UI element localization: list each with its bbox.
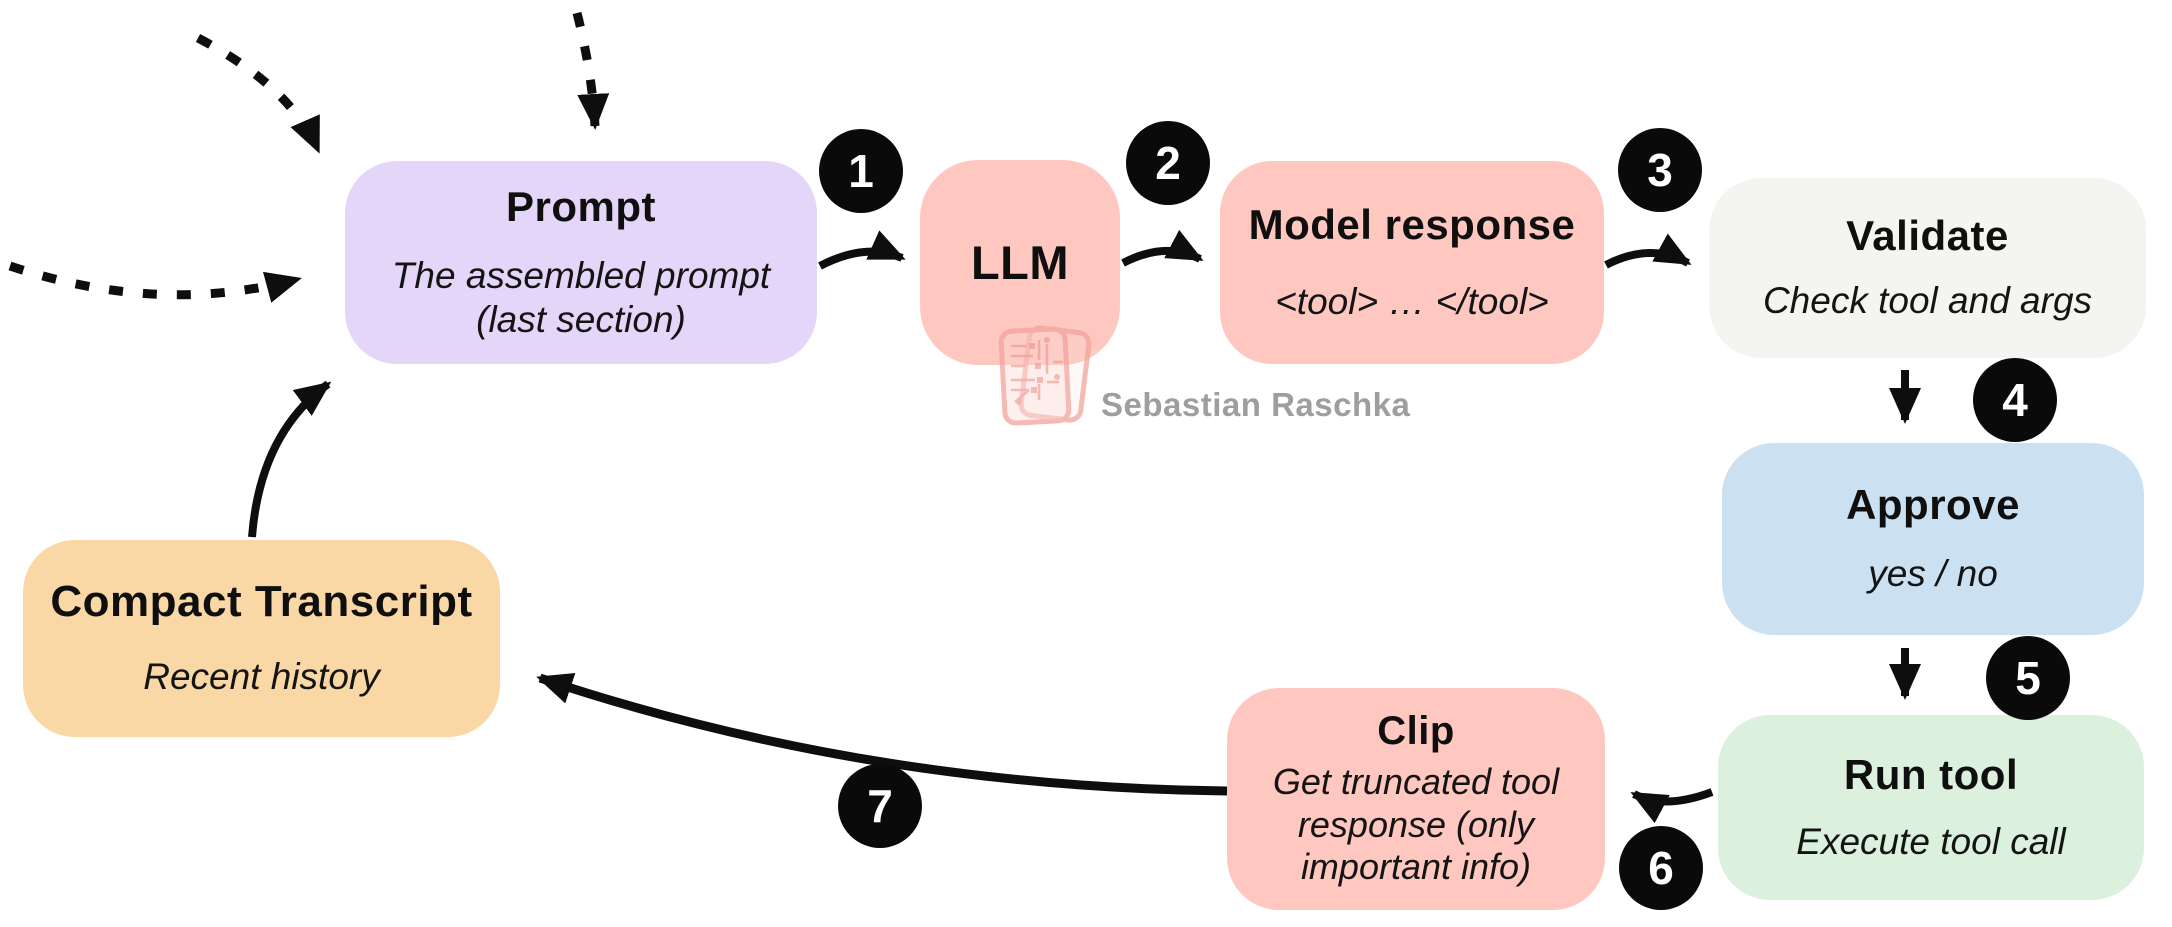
node-clip: Clip Get truncated tool response (only i… [1227,688,1605,910]
node-validate: Validate Check tool and args [1709,178,2146,358]
node-llm: LLM [920,160,1120,365]
node-model-response-subtitle: <tool> … </tool> [1275,280,1549,322]
node-compact-transcript: Compact Transcript Recent history [23,540,500,737]
node-model-response: Model response <tool> … </tool> [1220,161,1604,364]
node-run-tool-subtitle: Execute tool call [1796,820,2066,862]
node-approve: Approve yes / no [1722,443,2144,635]
node-run-tool: Run tool Execute tool call [1718,715,2144,900]
step-badge-4: 4 [1973,358,2057,442]
node-validate-title: Validate [1846,212,2009,260]
edge-compact-transcript-to-prompt [248,380,332,538]
node-clip-title: Clip [1377,709,1455,754]
step-badge-1: 1 [819,129,903,213]
node-approve-subtitle: yes / no [1868,553,1998,595]
node-prompt: Prompt The assembled prompt (last sectio… [345,161,817,364]
node-prompt-title: Prompt [506,182,656,230]
step-badge-3: 3 [1618,128,1702,212]
dashed-input-left [8,261,302,303]
node-run-tool-title: Run tool [1843,750,2019,798]
node-compact-transcript-subtitle: Recent history [143,655,380,697]
node-llm-title: LLM [970,235,1070,289]
edge-6-run-tool-to-clip [1630,788,1714,824]
node-validate-subtitle: Check tool and args [1762,280,2093,322]
node-prompt-subtitle: The assembled prompt (last section) [391,254,771,340]
edge-7-clip-to-compact-transcript [536,672,1228,796]
step-badge-7: 7 [838,764,922,848]
node-approve-title: Approve [1846,481,2020,529]
node-clip-subtitle: Get truncated tool response (only import… [1272,761,1560,888]
edge-3-model-response-to-validate [1604,233,1692,269]
step-badge-6: 6 [1619,826,1703,910]
dashed-input-upper-left [195,34,323,154]
step-badge-5: 5 [1986,636,2070,720]
dashed-input-top [572,11,610,130]
edge-1-prompt-to-llm [818,230,906,270]
node-model-response-title: Model response [1248,200,1576,248]
edge-2-llm-to-model-response [1121,229,1204,267]
node-compact-transcript-title: Compact Transcript [50,577,473,627]
step-badge-2: 2 [1126,121,1210,205]
